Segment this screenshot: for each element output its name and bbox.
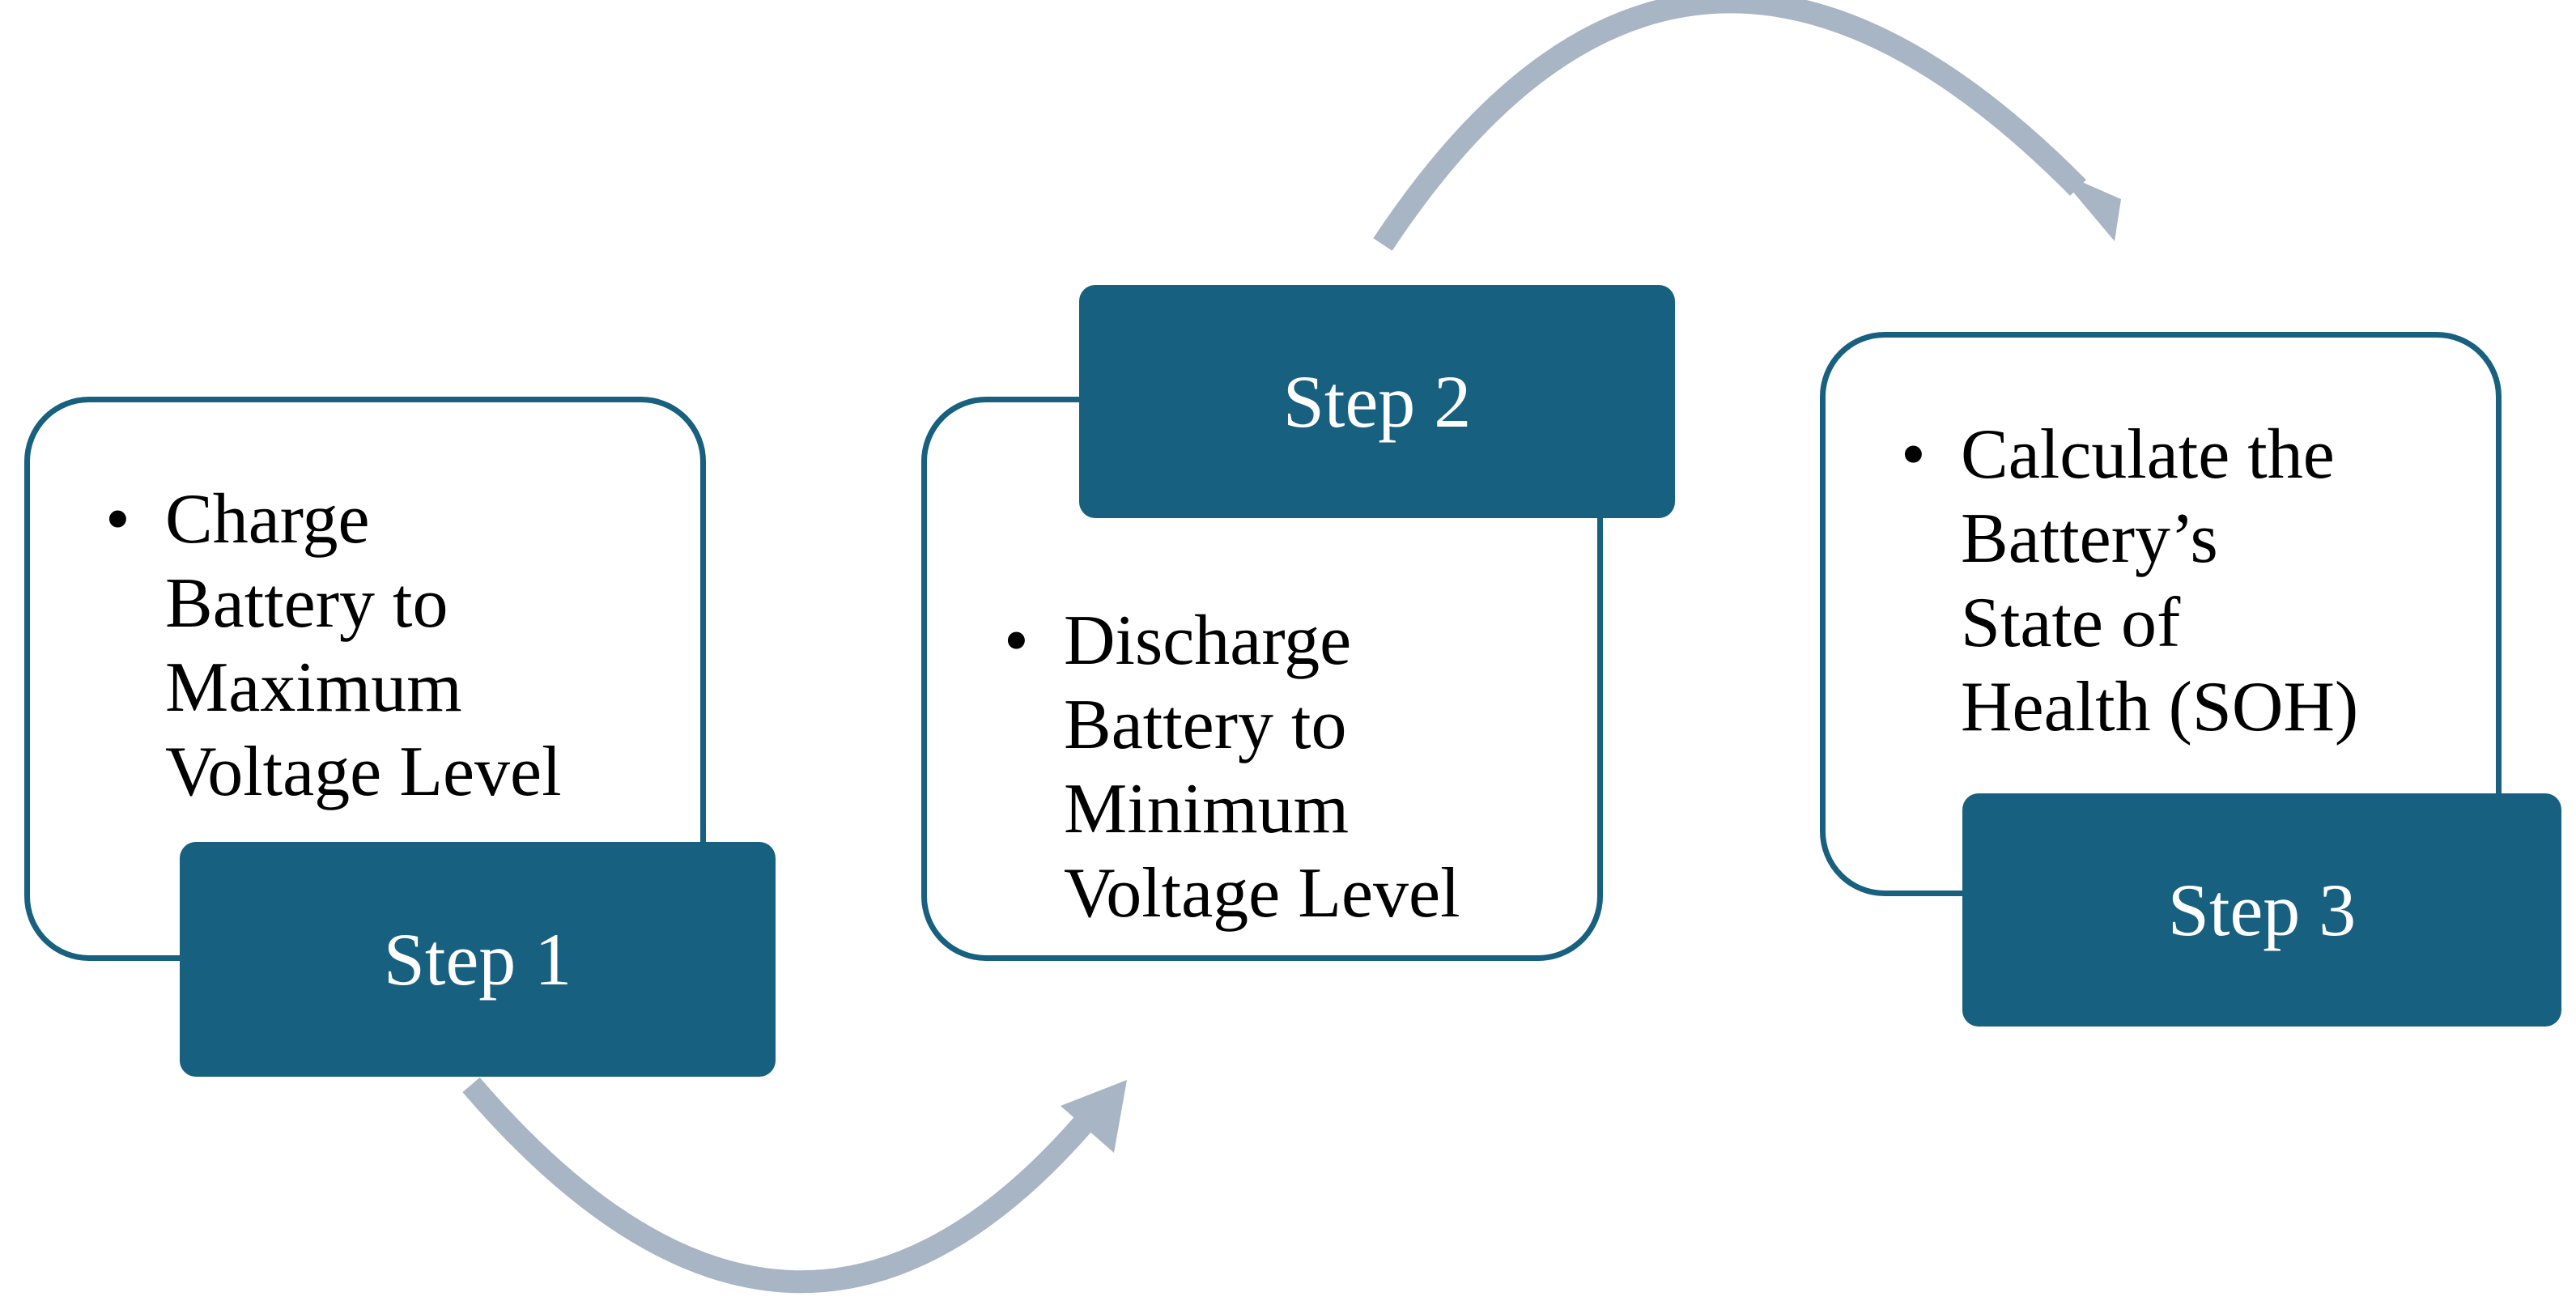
bullet-icon: • bbox=[1004, 601, 1029, 680]
step2-line: Discharge bbox=[1064, 601, 1352, 680]
step1-line: Maximum bbox=[165, 648, 462, 727]
arrow-step2-to-step3-head bbox=[2055, 170, 2121, 241]
step2-line: Battery to bbox=[1064, 686, 1347, 764]
bullet-icon: • bbox=[1901, 415, 1926, 494]
step3-label: Step 3 bbox=[1962, 793, 2561, 1027]
step1-line: Charge bbox=[165, 480, 370, 559]
arrow-step2-to-step3-shaft bbox=[1373, 0, 2086, 251]
curved-arrow-icon bbox=[462, 1077, 1127, 1294]
step1-bullet-item: • Charge Battery to Maximum Voltage Leve… bbox=[105, 478, 688, 814]
step1-line: Voltage Level bbox=[165, 733, 562, 811]
step2-line: Voltage Level bbox=[1064, 854, 1460, 933]
step2-line: Minimum bbox=[1064, 770, 1350, 848]
step3-line: Calculate the bbox=[1961, 415, 2335, 494]
step3-line: Battery’s bbox=[1961, 499, 2218, 578]
arrow-step1-to-step2-shaft bbox=[462, 1077, 1103, 1294]
step1-line: Battery to bbox=[165, 564, 448, 643]
step2-label: Step 2 bbox=[1079, 285, 1675, 518]
step3-bullet-item: • Calculate the Battery’s State of Healt… bbox=[1901, 413, 2484, 750]
curved-arrow-icon bbox=[1373, 0, 2121, 251]
bullet-icon: • bbox=[105, 480, 130, 559]
arrow-step1-to-step2-head bbox=[1061, 1080, 1127, 1153]
step1-label: Step 1 bbox=[180, 842, 776, 1077]
step2-bullet-item: • Discharge Battery to Minimum Voltage L… bbox=[1004, 599, 1587, 936]
step2-bullet-list: • Discharge Battery to Minimum Voltage L… bbox=[1004, 599, 1587, 936]
step3-line: Health (SOH) bbox=[1961, 668, 2359, 746]
step1-bullet-list: • Charge Battery to Maximum Voltage Leve… bbox=[105, 478, 688, 814]
step3-bullet-list: • Calculate the Battery’s State of Healt… bbox=[1901, 413, 2484, 750]
step3-line: State of bbox=[1961, 584, 2181, 662]
